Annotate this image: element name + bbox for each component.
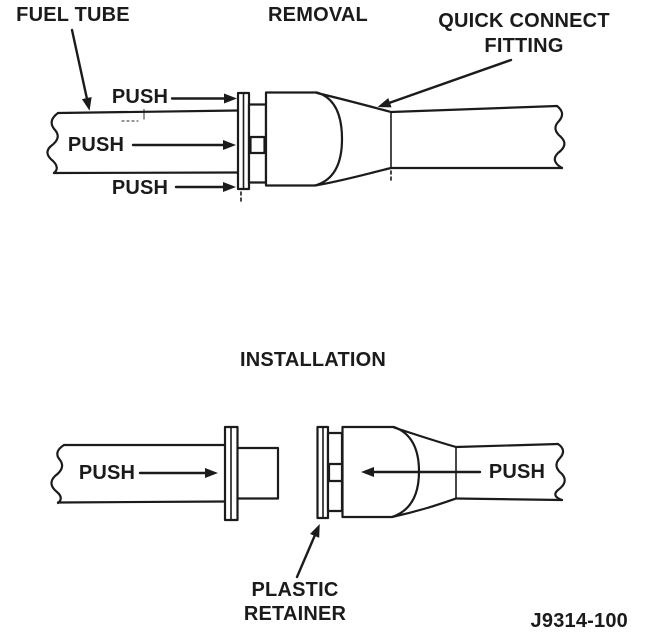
removal-section: REMOVAL FUEL TUBE QUICK CONNECT FITTING … (16, 4, 610, 205)
installation-section: INSTALLATION PUSH PUSH PLASTIC RETAINER (50, 349, 566, 625)
fitting-tube-outline-installation (454, 442, 566, 502)
fuel-tube-outline-installation (50, 443, 227, 505)
tube-break-squiggle (553, 104, 566, 170)
plastic-retainer-installation (316, 425, 330, 520)
fitting-tube-outline-removal (389, 104, 566, 170)
tube-end-stub-installation (236, 446, 280, 500)
fitting-neck-installation (326, 431, 344, 513)
plastic-retainer-label-line2: RETAINER (244, 603, 347, 625)
fitting-taper-bottom-installation (390, 497, 458, 519)
installation-title: INSTALLATION (240, 349, 386, 371)
fitting-neck-removal (247, 103, 268, 184)
fitting-body-removal (264, 91, 393, 187)
installation-arrows (138, 467, 482, 579)
tube-break-squiggle (46, 111, 60, 175)
fuel-tube-pointer-arrow (70, 28, 92, 111)
retainer-flange-installation-left (223, 425, 239, 522)
quick-connect-label-line1: QUICK CONNECT (438, 10, 610, 32)
push-label-install-left: PUSH (79, 462, 135, 484)
retainer-flange-removal (236, 91, 251, 205)
push-label-install-right: PUSH (489, 461, 545, 483)
tube-break-squiggle (50, 443, 66, 505)
push-label-top: PUSH (112, 86, 168, 108)
push-label-bottom: PUSH (112, 177, 168, 199)
fitting-taper-top-removal (315, 91, 393, 114)
figure-reference-number: J9314-100 (531, 610, 628, 632)
push-label-middle: PUSH (68, 134, 124, 156)
fitting-taper-bottom-removal (313, 166, 393, 187)
tube-break-squiggle (554, 442, 566, 502)
plastic-retainer-pointer-arrow (295, 523, 320, 579)
quick-connect-label-line2: FITTING (484, 35, 563, 57)
latch-tab-removal (249, 135, 266, 155)
plastic-retainer-label-line1: PLASTIC (252, 579, 339, 601)
fuel-tube-label: FUEL TUBE (16, 4, 130, 26)
removal-title: REMOVAL (268, 4, 368, 26)
fitting-taper-top-installation (392, 426, 458, 449)
quick-connect-pointer-arrow (377, 58, 513, 108)
latch-tab-installation (327, 462, 344, 483)
removal-arrows (70, 28, 513, 192)
fuel-tube-outline-removal (46, 108, 240, 175)
